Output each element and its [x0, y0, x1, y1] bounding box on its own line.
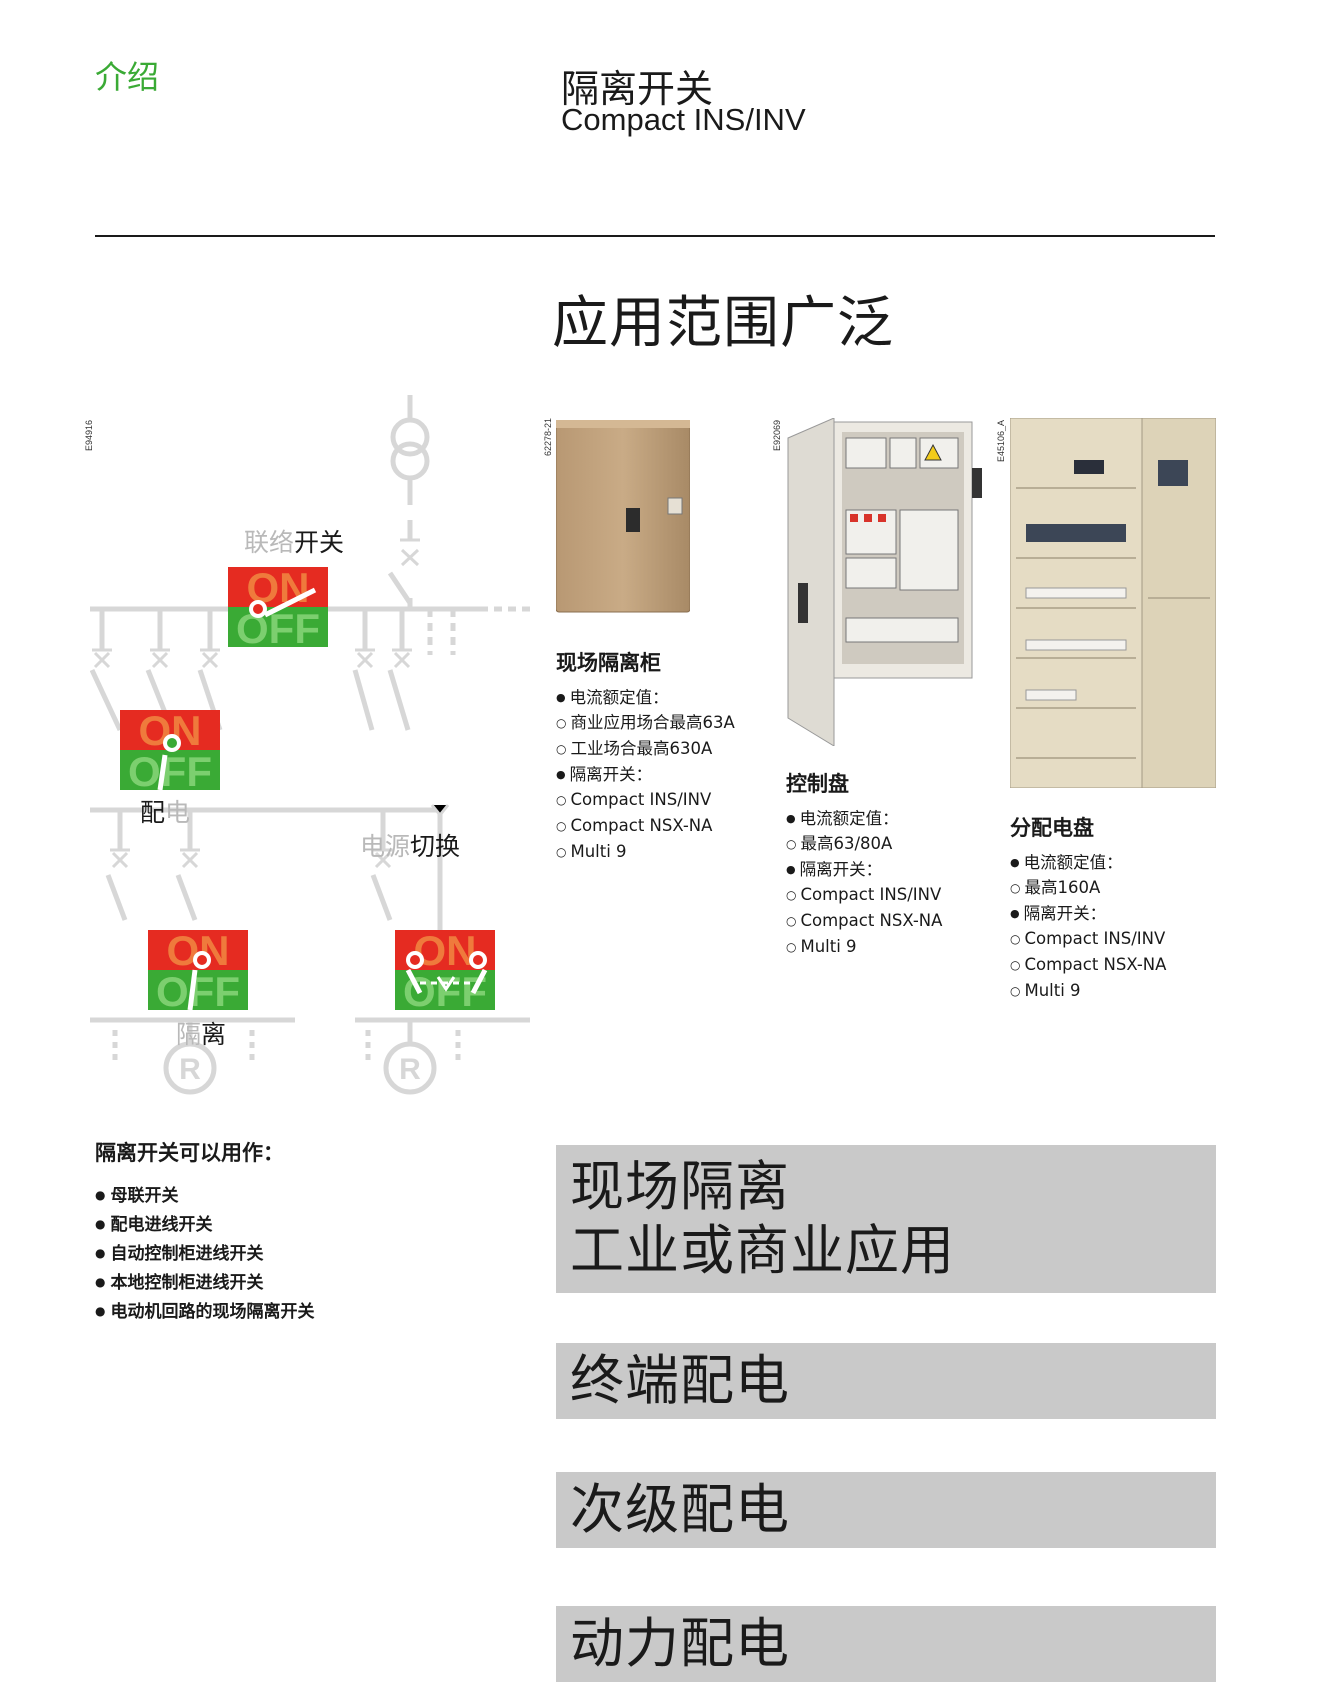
load-circle-left [163, 1041, 217, 1095]
band-sub-distribution: 次级配电 [556, 1472, 1216, 1548]
list-item: 最高160A [1010, 875, 1250, 901]
band-line: 现场隔离 [570, 1155, 790, 1218]
product-title: 控制盘 [786, 772, 849, 796]
list-item: 隔离开关： [556, 762, 796, 787]
isolation-enclosure-photo [555, 420, 691, 616]
list-item: Compact NSX-NA [1010, 952, 1250, 978]
distribution-board-photo [1009, 417, 1217, 789]
section-headline: 应用范围广泛 [552, 291, 894, 356]
label-source-changeover: 电源切换 [360, 832, 461, 861]
list-item: 电流额定值： [786, 806, 1026, 831]
list-item: Compact NSX-NA [556, 813, 796, 839]
list-item: 隔离开关： [786, 857, 1026, 882]
list-item: 母联开关 [95, 1181, 535, 1210]
list-item: 隔离开关： [1010, 901, 1250, 926]
diagram-svg: R R ON OFF ON OFF ON OFF [89, 395, 530, 1095]
list-item: 商业应用场合最高63A [556, 710, 796, 736]
list-item: Multi 9 [556, 839, 796, 865]
load-r-right: R [399, 1053, 421, 1086]
photo-ref-code: E92069 [772, 420, 782, 452]
on-label: ON [414, 927, 477, 974]
product-distribution-board: 分配电盘 电流额定值： 最高160A 隔离开关： Compact INS/INV… [1010, 812, 1250, 1004]
page-title: 隔离开关 [561, 67, 714, 111]
load-r-left: R [179, 1053, 201, 1086]
product-isolation-enclosure: 现场隔离柜 电流额定值： 商业应用场合最高63A 工业场合最高630A 隔离开关… [556, 647, 796, 865]
onoff-distribution: ON OFF [120, 707, 220, 795]
product-spec-list: 电流额定值： 商业应用场合最高63A 工业场合最高630A 隔离开关： Comp… [556, 685, 796, 865]
label-distribution: 配电 [140, 798, 191, 827]
band-final-distribution: 终端配电 [556, 1343, 1216, 1419]
load-circle-right [383, 1041, 437, 1095]
uses-section: 隔离开关可以用作： 母联开关 配电进线开关 自动控制柜进线开关 本地控制柜进线开… [95, 1137, 535, 1326]
product-spec-list: 电流额定值： 最高63/80A 隔离开关： Compact INS/INV Co… [786, 806, 1026, 960]
uses-list: 母联开关 配电进线开关 自动控制柜进线开关 本地控制柜进线开关 电动机回路的现场… [95, 1181, 535, 1326]
section-tag: 介绍 [95, 58, 160, 96]
off-label: OFF [236, 605, 320, 652]
photo-ref-code: 62278-21 [543, 418, 553, 457]
band-power-distribution: 动力配电 [556, 1606, 1216, 1682]
onoff-tie: ON OFF [228, 564, 328, 652]
off-label: OFF [128, 748, 212, 795]
list-item: 工业场合最高630A [556, 736, 796, 762]
transformer-coil-bottom [390, 441, 430, 481]
label-isolation: 隔离 [176, 1020, 227, 1049]
off-label: OFF [156, 968, 240, 1015]
list-item: Multi 9 [1010, 978, 1250, 1004]
page-subtitle: Compact INS/INV [561, 102, 806, 137]
list-item: Compact INS/INV [786, 882, 1026, 908]
uses-title: 隔离开关可以用作： [95, 1141, 284, 1165]
product-control-panel: 控制盘 电流额定值： 最高63/80A 隔离开关： Compact INS/IN… [786, 768, 1026, 960]
list-item: 最高63/80A [786, 831, 1026, 857]
list-item: Compact NSX-NA [786, 908, 1026, 934]
single-line-diagram: R R ON OFF ON OFF ON OFF [89, 395, 530, 1130]
photo-ref-code: E45106_A [996, 420, 1006, 463]
product-title: 分配电盘 [1010, 816, 1094, 840]
control-panel-photo [786, 417, 982, 747]
list-item: 配电进线开关 [95, 1210, 535, 1239]
list-item: Compact INS/INV [1010, 926, 1250, 952]
band-line: 终端配电 [570, 1349, 790, 1412]
list-item: 电流额定值： [556, 685, 796, 710]
list-item: 电流额定值： [1010, 850, 1250, 875]
onoff-isolation: ON OFF [148, 927, 248, 1015]
band-field-isolation: 现场隔离 工业或商业应用 [556, 1145, 1216, 1293]
header-divider [95, 235, 1215, 237]
onoff-source-changeover: ON OFF [395, 927, 495, 1015]
product-title: 现场隔离柜 [556, 651, 661, 675]
list-item: Compact INS/INV [556, 787, 796, 813]
product-spec-list: 电流额定值： 最高160A 隔离开关： Compact INS/INV Comp… [1010, 850, 1250, 1004]
band-line: 次级配电 [570, 1478, 790, 1541]
label-tie-switch: 联络开关 [244, 528, 345, 557]
list-item: 电动机回路的现场隔离开关 [95, 1297, 535, 1326]
list-item: Multi 9 [786, 934, 1026, 960]
band-line: 动力配电 [570, 1612, 790, 1675]
band-line: 工业或商业应用 [570, 1219, 955, 1282]
list-item: 本地控制柜进线开关 [95, 1268, 535, 1297]
list-item: 自动控制柜进线开关 [95, 1239, 535, 1268]
